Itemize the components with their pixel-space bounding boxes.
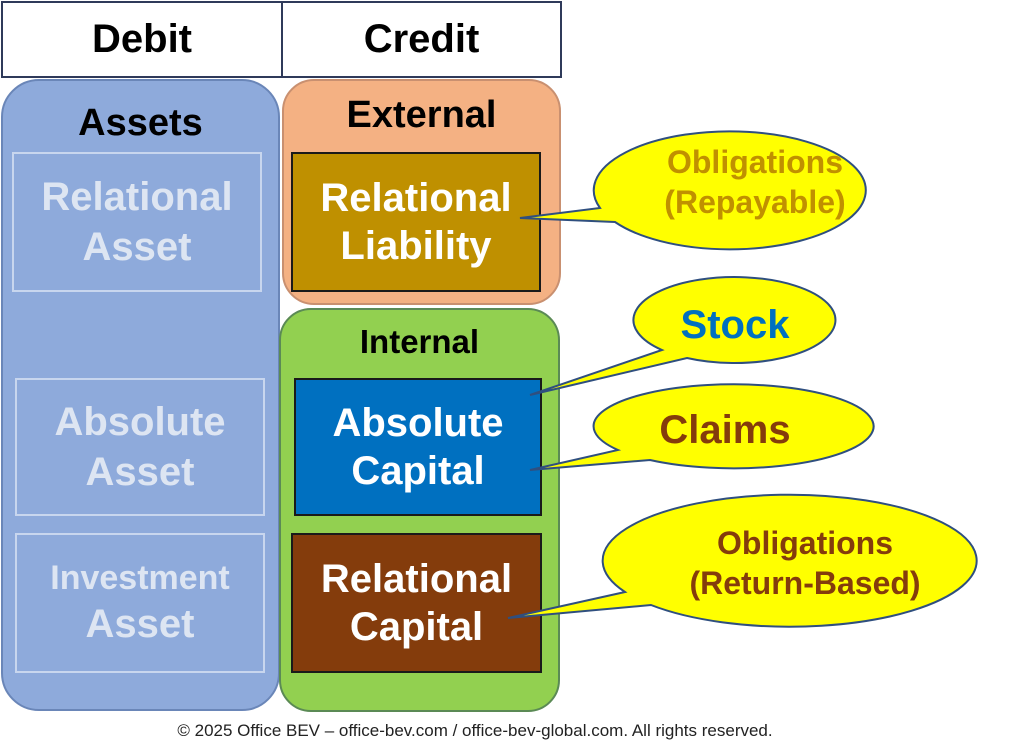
relational-liability-line1: Relational	[320, 176, 512, 220]
absolute-capital-line2: Capital	[351, 449, 485, 493]
return-based-line2: (Return-Based)	[689, 565, 921, 601]
callout-stock-bubble	[529, 276, 837, 396]
repayable-line2: (Repayable)	[664, 184, 846, 220]
absolute-capital-line1: Absolute	[332, 401, 504, 445]
callout-return-based-bubble	[507, 493, 978, 628]
credit-label: Credit	[363, 17, 480, 61]
absolute-capital-box: Absolute Capital	[294, 378, 542, 516]
absolute-asset-line1: Absolute	[54, 400, 226, 444]
copyright-footer: © 2025 Office BEV – office-bev.com / off…	[177, 721, 773, 740]
relational-asset-line1: Relational	[41, 175, 233, 219]
callout-repayable-text: Obligations (Repayable)	[620, 140, 890, 224]
callout-stock-text: Stock	[680, 303, 790, 347]
relational-asset-box: Relational Asset	[12, 152, 262, 292]
callout-claims-bubble	[529, 383, 875, 471]
callout-claims-text: Claims	[659, 408, 791, 452]
relational-liability-box: Relational Liability	[291, 152, 541, 292]
absolute-asset-line2: Asset	[85, 450, 195, 494]
external-title: External	[346, 93, 497, 136]
callout-return-based-text: Obligations (Return-Based)	[640, 518, 970, 608]
credit-header: Credit	[281, 1, 562, 78]
return-based-line1: Obligations	[717, 525, 893, 561]
repayable-line1: Obligations	[666, 144, 843, 180]
internal-title: Internal	[359, 323, 480, 360]
debit-label: Debit	[92, 17, 192, 61]
callout-repayable-bubble	[519, 130, 867, 251]
absolute-asset-box: Absolute Asset	[15, 378, 265, 516]
relational-liability-line2: Liability	[340, 224, 492, 268]
relational-capital-line1: Relational	[320, 557, 513, 601]
relational-asset-line2: Asset	[82, 225, 192, 269]
investment-asset-box: Investment Asset	[15, 533, 265, 673]
assets-title: Assets	[78, 101, 203, 144]
investment-asset-line1: Investment	[50, 558, 230, 597]
investment-asset-line2: Asset	[85, 602, 195, 647]
relational-capital-line2: Capital	[349, 605, 484, 649]
debit-header: Debit	[1, 1, 283, 78]
relational-capital-box: Relational Capital	[291, 533, 542, 673]
